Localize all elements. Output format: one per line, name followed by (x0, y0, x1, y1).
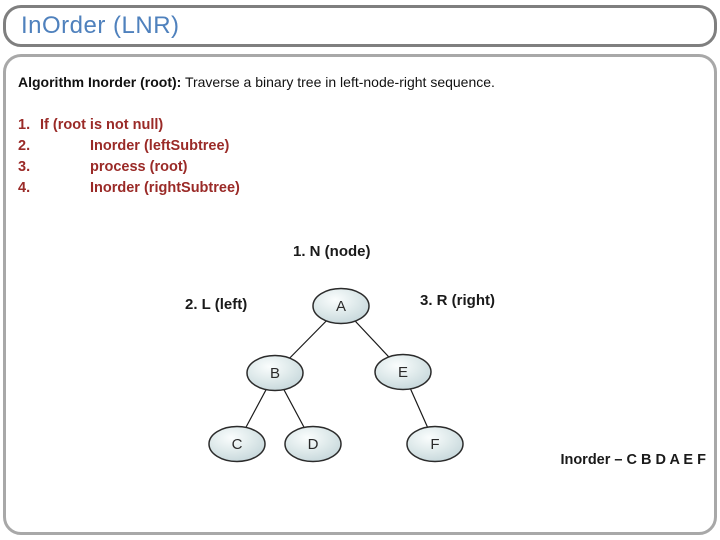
step-text: Inorder (rightSubtree) (90, 180, 240, 196)
algorithm-heading-bold: Algorithm Inorder (root): (18, 74, 182, 90)
algorithm-step: 3. process (root) (18, 157, 240, 178)
label-node: 1. N (node) (293, 243, 371, 260)
label-left: 2. L (left) (185, 296, 248, 313)
step-text: Inorder (leftSubtree) (90, 138, 230, 154)
step-text: process (root) (90, 159, 188, 175)
step-number: 2. (18, 138, 31, 154)
algorithm-step: 2. Inorder (leftSubtree) (18, 136, 240, 157)
step-number: 1. (18, 117, 31, 133)
algorithm-step: 4. Inorder (rightSubtree) (18, 178, 240, 199)
title-box: InOrder (LNR) (3, 5, 717, 47)
step-number: 3. (18, 159, 31, 175)
traversal-result: Inorder – C B D A E F (560, 452, 706, 468)
algorithm-heading: Algorithm Inorder (root): Traverse a bin… (18, 74, 495, 90)
step-number: 4. (18, 180, 31, 196)
algorithm-heading-rest: Traverse a binary tree in left-node-righ… (181, 74, 495, 90)
label-right: 3. R (right) (420, 292, 495, 309)
step-text: If (root is not null) (40, 117, 164, 133)
algorithm-steps: 1. If (root is not null) 2. Inorder (leftSu… (18, 115, 240, 199)
algorithm-step: 1. If (root is not null) (18, 115, 240, 136)
page-title: InOrder (LNR) (21, 12, 180, 39)
